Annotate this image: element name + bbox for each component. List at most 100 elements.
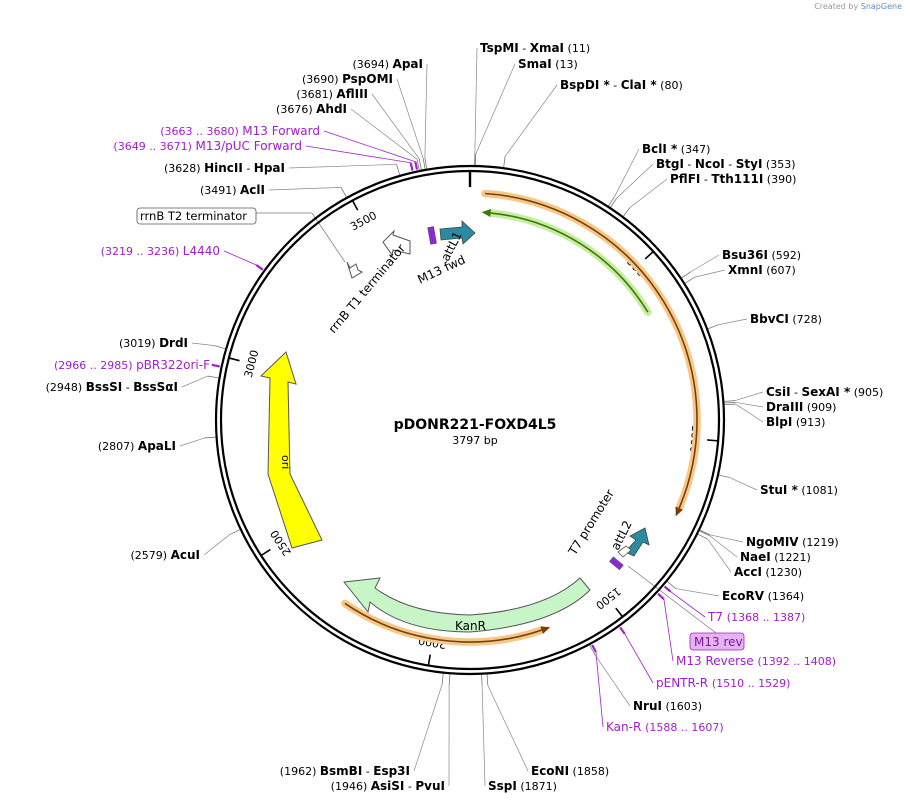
enzyme-site-tick: [724, 400, 736, 402]
enzyme-leader: [475, 63, 516, 155]
enzyme-bbvci: BbvCI (728): [750, 312, 822, 326]
primer-leader: [323, 130, 416, 163]
enzyme-nrui: NruI (1603): [633, 699, 702, 713]
enzyme-site-tick: [681, 271, 692, 279]
enzyme-leader: [191, 342, 215, 346]
enzyme-site-tick: [229, 529, 240, 535]
enzyme-site-tick: [724, 401, 736, 404]
features: [259, 189, 701, 646]
primer-site-mark: [414, 161, 419, 170]
enzyme-site-tick: [667, 581, 677, 589]
enzyme-leader: [487, 685, 529, 772]
enzyme-blpi: BlpI (913): [766, 415, 825, 429]
snapgene-credit: Created by SnapGene: [814, 2, 902, 11]
enzyme-site-tick: [707, 324, 719, 330]
tick-mark: [427, 654, 432, 666]
m13fwd-feature: [427, 226, 437, 245]
primer-leader: [223, 250, 257, 266]
rrnb-t2-feature: [382, 229, 411, 257]
enzyme-site-tick: [724, 403, 736, 406]
enzyme-leader: [616, 163, 654, 199]
enzyme-leader: [413, 684, 443, 772]
enzyme-apai: (3694) ApaI: [352, 57, 423, 71]
enzyme-leader: [675, 588, 720, 597]
tick-label: 1500: [593, 585, 623, 612]
enzyme-leader: [474, 47, 478, 155]
primer-site-mark: [591, 644, 597, 653]
primer-leader: [305, 145, 411, 164]
enzyme-bsmbi: (1962) BsmBI - Esp3I: [280, 764, 410, 778]
orange-arc-1: [484, 192, 698, 509]
green-arc: [490, 212, 649, 313]
enzyme-leader: [735, 391, 764, 401]
rrnb-t1-label: rrnB T1 terminator: [326, 241, 409, 336]
enzyme-bsssi: (2948) BssSI - BssSαI: [46, 380, 178, 394]
enzyme-drdi: (3019) DrdI: [119, 336, 188, 350]
enzyme-smai: SmaI (13): [518, 57, 578, 71]
primer-leader: [595, 651, 604, 728]
enzyme-site-tick: [699, 530, 710, 536]
ori-feature: [259, 351, 323, 549]
enzyme-ahdi: (3676) AhdI: [276, 102, 347, 116]
tick-label: 3000: [242, 349, 262, 379]
primer-t7: T7 (1368 .. 1387): [707, 610, 805, 624]
enzyme-site-tick: [718, 474, 730, 478]
enzyme-leader: [614, 148, 640, 197]
enzyme-leader: [179, 437, 205, 447]
enzyme-ngomiv: NgoMIV (1219): [746, 535, 839, 549]
tick-mark: [260, 548, 271, 557]
enzyme-leader: [424, 63, 428, 158]
enzyme-leader: [481, 685, 486, 787]
enzyme-leader: [350, 108, 418, 160]
enzyme-site-tick: [207, 375, 219, 379]
primer-leader: [663, 599, 674, 662]
enzyme-bspdi: BspDI * - ClaI * (80): [560, 78, 683, 92]
primer-kanr_p: Kan-R (1588 .. 1607): [606, 720, 724, 734]
enzyme-hincii: (3628) HincII - HpaI: [164, 161, 285, 175]
enzyme-xmni: XmnI (607): [728, 263, 796, 277]
enzyme-aflIII: (3681) AflIII: [296, 87, 368, 101]
tick-mark: [615, 607, 624, 618]
enzyme-psp: (3690) PspOMI: [302, 72, 393, 86]
kanr-feature: [343, 577, 591, 633]
enzyme-site-tick: [396, 164, 400, 176]
enzyme-site-tick: [422, 158, 426, 170]
enzyme-site-tick: [418, 158, 422, 170]
primer-site-mark: [663, 585, 672, 593]
enzyme-leader: [735, 403, 764, 423]
primer-site-mark: [409, 162, 414, 171]
enzyme-site-tick: [416, 159, 420, 171]
enzyme-leader: [729, 477, 758, 491]
t7-promoter-feature: [617, 545, 632, 558]
tick-mark: [228, 357, 240, 362]
enzyme-leader: [718, 318, 748, 326]
enzyme-leader: [504, 84, 558, 157]
enzyme-site-tick: [623, 207, 631, 217]
enzyme-leader: [707, 538, 732, 573]
enzyme-site-tick: [589, 644, 596, 656]
plasmid-name: pDONR221-FOXD4L5: [394, 417, 557, 433]
m13-rev-box: M13 rev: [689, 632, 745, 651]
primer-site-mark: [657, 592, 665, 600]
enzyme-site-tick: [424, 157, 428, 169]
backbone-outer: [214, 164, 726, 676]
green-arrowhead: [481, 209, 492, 218]
enzyme-leader: [735, 401, 764, 408]
enzyme-sspi: SspI (1871): [488, 779, 557, 793]
plasmid-size: 3797 bp: [452, 434, 497, 447]
enzyme-pflfi: PflFI - Tth111I (390): [670, 172, 796, 186]
primer-m13rev: M13 Reverse (1392 .. 1408): [676, 654, 836, 668]
tick-mark: [351, 200, 359, 211]
primer-l4440: (3219 .. 3236) L4440: [101, 244, 220, 258]
enzyme-leader: [371, 93, 420, 160]
enzyme-naei: NaeI (1221): [740, 550, 811, 564]
rrnb-t2-terminator-box: rrnB T2 terminator: [136, 207, 257, 225]
enzyme-leader: [709, 534, 744, 543]
svg-text:rrnB T2 terminator: rrnB T2 terminator: [140, 209, 247, 223]
leader-lines: [179, 47, 764, 787]
tick-mark: [707, 439, 719, 442]
primer-site-mark: [255, 264, 264, 271]
orange-arrowhead-1: [675, 506, 683, 517]
m13rev-leader: [627, 565, 717, 634]
